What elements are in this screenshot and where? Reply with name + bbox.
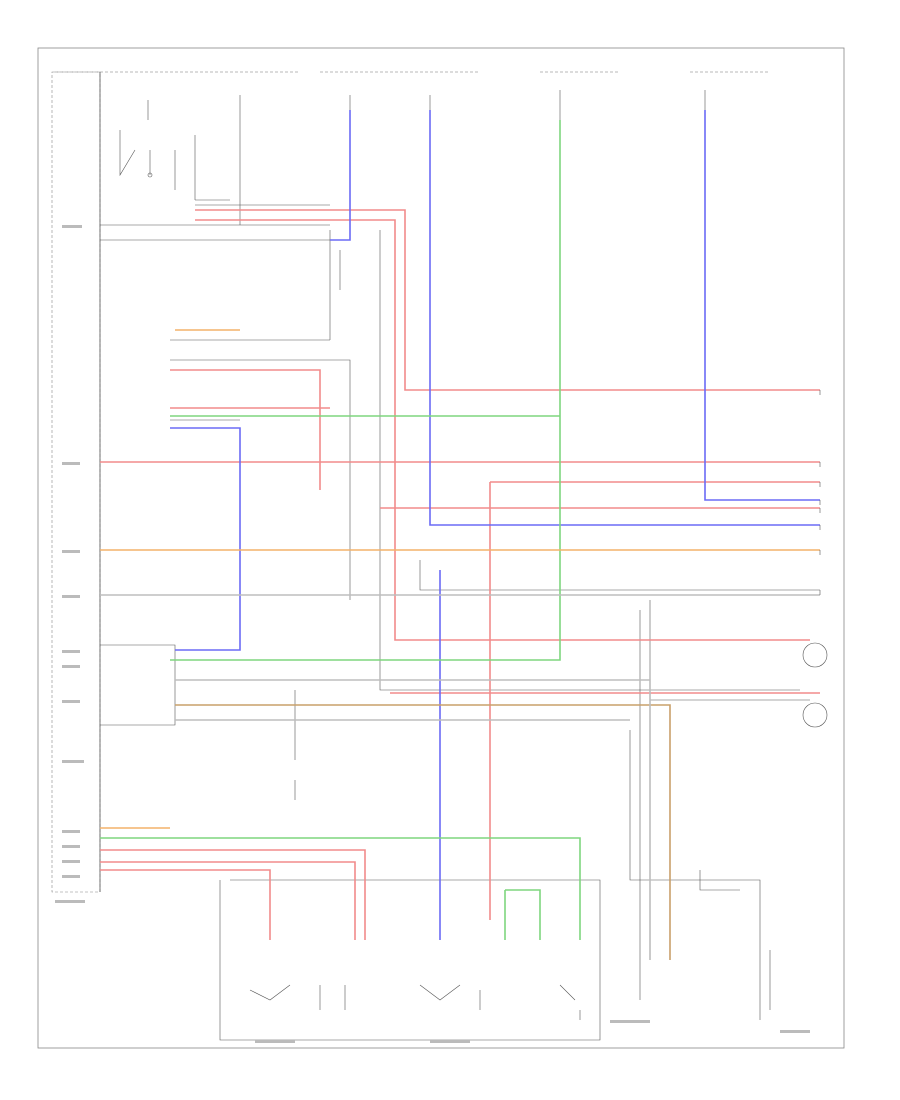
- relay-switch-icon: [119, 130, 230, 201]
- wire-green-group: [100, 120, 581, 940]
- faint-label-marks: [55, 225, 810, 1043]
- fuse-group: [147, 90, 706, 200]
- left-headlight-icon: [802, 642, 828, 668]
- headlight-icons: [802, 642, 828, 728]
- control-module-outline: [51, 71, 101, 893]
- wire-blue-group: [170, 110, 820, 940]
- wire-orange-group: [100, 329, 820, 960]
- ground-wires: [100, 200, 820, 1041]
- right-headlight-icon: [802, 702, 828, 728]
- wire-gray-group: [100, 594, 820, 960]
- wire-red-group: [100, 209, 820, 940]
- diagram-frame: [37, 47, 845, 1049]
